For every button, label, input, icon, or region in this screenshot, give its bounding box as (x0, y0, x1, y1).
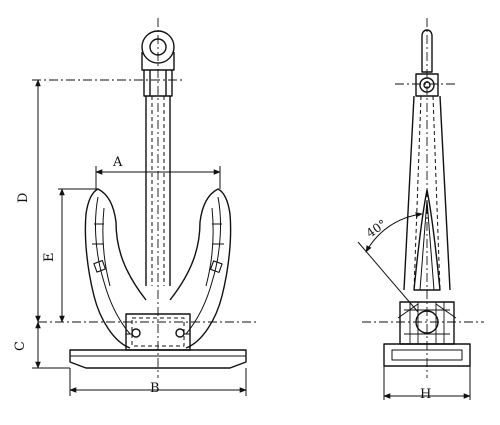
side-crown (383, 301, 471, 367)
label-d: D (16, 193, 31, 203)
front-shank (145, 96, 171, 286)
label-a: A (112, 155, 123, 170)
front-left-fluke (84, 188, 147, 349)
label-fluke-angle: 40° (364, 217, 389, 241)
side-dimensions (357, 211, 471, 400)
front-right-fluke (169, 188, 232, 349)
label-h: H (420, 387, 431, 402)
front-base (69, 349, 247, 369)
side-shackle (415, 29, 439, 97)
side-fluke (397, 189, 457, 319)
label-c: C (13, 341, 28, 351)
front-view (69, 30, 247, 369)
front-dimensions (32, 79, 247, 396)
side-shank (403, 95, 451, 291)
label-e: E (42, 253, 57, 263)
label-b: B (150, 381, 160, 396)
side-view (383, 29, 471, 367)
